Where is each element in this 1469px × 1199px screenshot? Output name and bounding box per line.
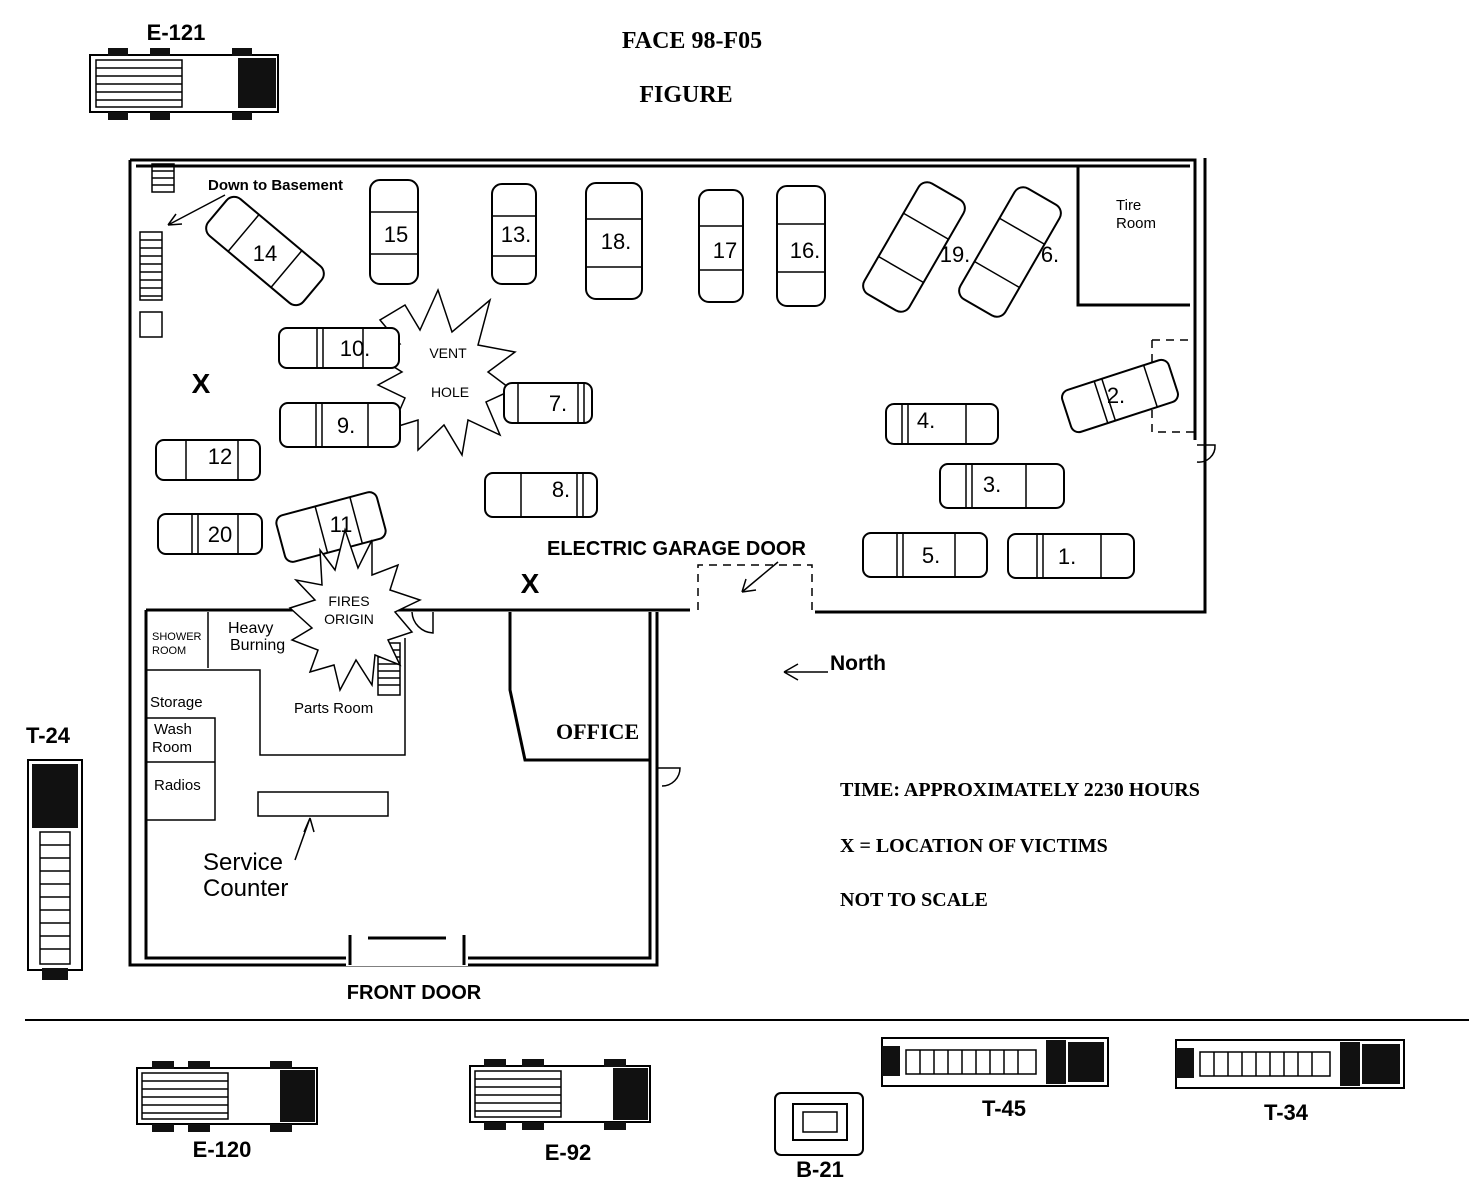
e92-label: E-92 bbox=[545, 1140, 591, 1165]
vent-hole-label-2: HOLE bbox=[431, 384, 469, 400]
car-13: 13. bbox=[491, 183, 537, 285]
front-door-label: FRONT DOOR bbox=[347, 982, 482, 1004]
victim-marker-1: X bbox=[192, 368, 211, 399]
car-5: 5. bbox=[862, 532, 988, 578]
car-14-label: 14 bbox=[253, 241, 277, 266]
radios-label: Radios bbox=[154, 777, 201, 794]
car-4-label: 4. bbox=[917, 408, 935, 433]
electric-garage-door bbox=[690, 564, 815, 618]
t45-label: T-45 bbox=[982, 1096, 1026, 1121]
tire-room-label-1: Tire bbox=[1116, 197, 1141, 214]
car-10-label: 10. bbox=[340, 336, 371, 361]
t34-label: T-34 bbox=[1264, 1100, 1309, 1125]
car-9: 9. bbox=[279, 402, 401, 448]
heavy-burning-label-1: Heavy bbox=[228, 620, 273, 637]
car-3-label: 3. bbox=[983, 472, 1001, 497]
figure-subtitle: FIGURE bbox=[639, 82, 732, 108]
car-17-label: 17 bbox=[713, 238, 737, 263]
wash-room-label-1: Wash bbox=[154, 721, 192, 738]
car-7-label: 7. bbox=[549, 391, 567, 416]
arrows bbox=[167, 194, 828, 861]
office-label: OFFICE bbox=[556, 719, 639, 744]
battalion-b21 bbox=[774, 1092, 864, 1156]
car-12: 12 bbox=[155, 439, 261, 481]
service-counter-label-2: Counter bbox=[203, 875, 288, 902]
car-8-label: 8. bbox=[552, 477, 570, 502]
tire-room-label-2: Room bbox=[1116, 215, 1156, 232]
service-counter bbox=[257, 791, 389, 817]
car-14: 14 bbox=[205, 195, 325, 307]
car-5-label: 5. bbox=[922, 543, 940, 568]
car-3: 3. bbox=[939, 463, 1065, 509]
legend-scale: NOT TO SCALE bbox=[840, 889, 988, 911]
car-12-label: 12 bbox=[208, 444, 232, 469]
car-11-label: 11 bbox=[330, 512, 353, 537]
car-1: 1. bbox=[1007, 533, 1135, 579]
car-18: 18. bbox=[585, 182, 643, 300]
figure-title: FACE 98-F05 bbox=[622, 28, 762, 54]
car-17: 17 bbox=[698, 189, 744, 303]
car-19-label: 19. bbox=[940, 242, 971, 267]
heavy-burning-label-2: Burning bbox=[230, 637, 285, 654]
north-label: North bbox=[830, 652, 886, 675]
car-13-label: 13. bbox=[501, 222, 532, 247]
stairs-basement bbox=[139, 163, 175, 338]
down-to-basement-label: Down to Basement bbox=[208, 177, 343, 194]
truck-t34 bbox=[1175, 1039, 1405, 1089]
engine-e120 bbox=[136, 1061, 318, 1132]
engine-e92 bbox=[469, 1059, 651, 1130]
car-4: 4. bbox=[885, 403, 999, 445]
car-7: 7. bbox=[503, 382, 593, 424]
shower-room-label-2: ROOM bbox=[152, 645, 186, 657]
car-8: 8. bbox=[484, 472, 598, 518]
legend-time: TIME: APPROXIMATELY 2230 HOURS bbox=[840, 779, 1200, 801]
car-9-label: 9. bbox=[337, 413, 355, 438]
front-door bbox=[346, 935, 468, 966]
truck-t24 bbox=[27, 759, 83, 980]
car-11 bbox=[275, 491, 387, 563]
car-10: 10. bbox=[278, 327, 400, 369]
victim-marker-2: X bbox=[521, 568, 540, 599]
legend-victims: X = LOCATION OF VICTIMS bbox=[840, 835, 1108, 857]
service-counter-label-1: Service bbox=[203, 849, 283, 876]
car-15-label: 15 bbox=[384, 222, 408, 247]
shower-room-label-1: SHOWER bbox=[152, 631, 202, 643]
fires-origin-label-1: FIRES bbox=[328, 593, 369, 609]
b21-label: B-21 bbox=[796, 1157, 844, 1182]
car-6-label: 6. bbox=[1041, 242, 1059, 267]
fires-origin-label-2: ORIGIN bbox=[324, 611, 374, 627]
car-16: 16. bbox=[776, 185, 826, 307]
wash-room-label-2: Room bbox=[152, 739, 192, 756]
engine-e121 bbox=[89, 48, 279, 120]
truck-t45 bbox=[881, 1037, 1109, 1087]
e121-label: E-121 bbox=[147, 20, 206, 45]
parts-room-label: Parts Room bbox=[294, 700, 373, 717]
car-19 bbox=[862, 181, 966, 313]
vent-hole-burst bbox=[368, 287, 517, 458]
car-1-label: 1. bbox=[1058, 544, 1076, 569]
garage-door-label: ELECTRIC GARAGE DOOR bbox=[547, 538, 806, 560]
car-6 bbox=[958, 186, 1062, 318]
storage-label: Storage bbox=[150, 694, 203, 711]
t24-label: T-24 bbox=[26, 723, 71, 748]
vent-hole-label-1: VENT bbox=[429, 345, 467, 361]
car-2-label: 2. bbox=[1107, 383, 1125, 408]
fires-origin-burst bbox=[288, 527, 422, 693]
car-15: 15 bbox=[369, 179, 419, 285]
car-20-label: 20 bbox=[208, 522, 232, 547]
car-18-label: 18. bbox=[601, 229, 632, 254]
car-2 bbox=[1061, 358, 1179, 434]
car-20: 20 bbox=[157, 513, 263, 555]
e120-label: E-120 bbox=[193, 1137, 252, 1162]
car-16-label: 16. bbox=[790, 238, 821, 263]
